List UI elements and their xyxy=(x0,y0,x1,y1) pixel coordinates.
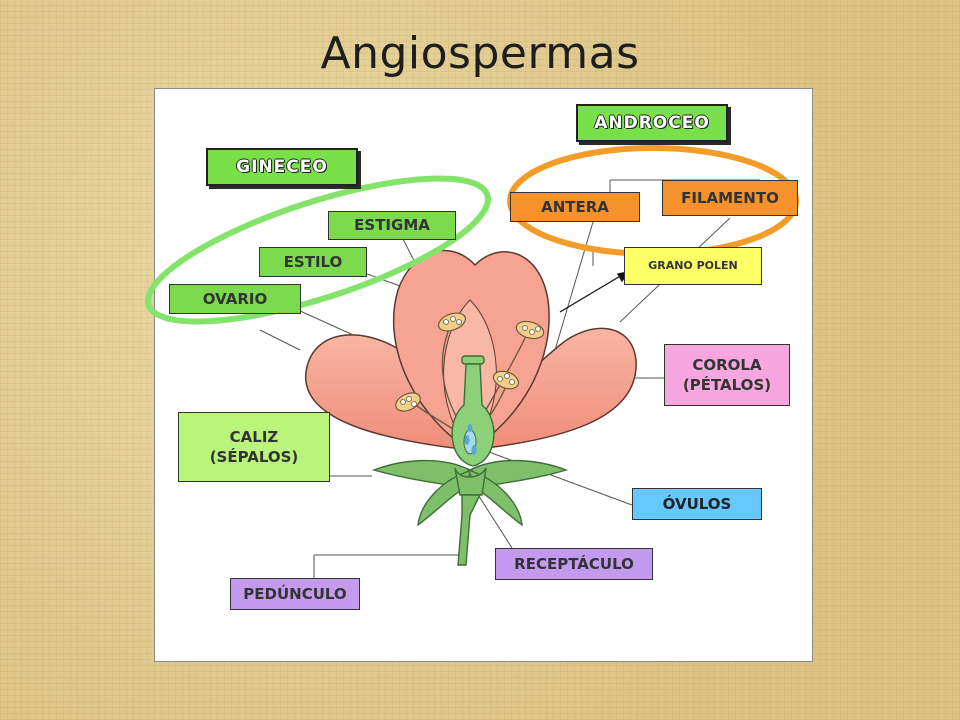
gineceo-header: GINECEO xyxy=(206,148,358,186)
label-grano-polen: GRANO POLEN xyxy=(624,247,762,285)
label-corola: COROLA (PÉTALOS) xyxy=(664,344,790,406)
label-caliz: CALIZ (SÉPALOS) xyxy=(178,412,330,482)
label-estigma: ESTIGMA xyxy=(328,211,456,240)
gineceo-group-outline xyxy=(145,175,491,325)
androceo-header: ANDROCEO xyxy=(576,104,728,142)
pollen-grains xyxy=(400,316,541,407)
flower-petals xyxy=(305,249,637,453)
label-receptaculo: RECEPTÁCULO xyxy=(495,548,653,580)
slide-title: Angiospermas xyxy=(320,28,640,79)
pistil xyxy=(451,355,495,467)
label-ovulos: ÓVULOS xyxy=(632,488,762,520)
label-ovario: OVARIO xyxy=(169,284,301,314)
label-antera: ANTERA xyxy=(510,192,640,222)
label-estilo: ESTILO xyxy=(259,247,367,277)
label-pedunculo: PEDÚNCULO xyxy=(230,578,360,610)
polen-arrow xyxy=(559,271,630,313)
sepals-and-stem xyxy=(371,459,569,566)
label-filamento: FILAMENTO xyxy=(662,180,798,216)
